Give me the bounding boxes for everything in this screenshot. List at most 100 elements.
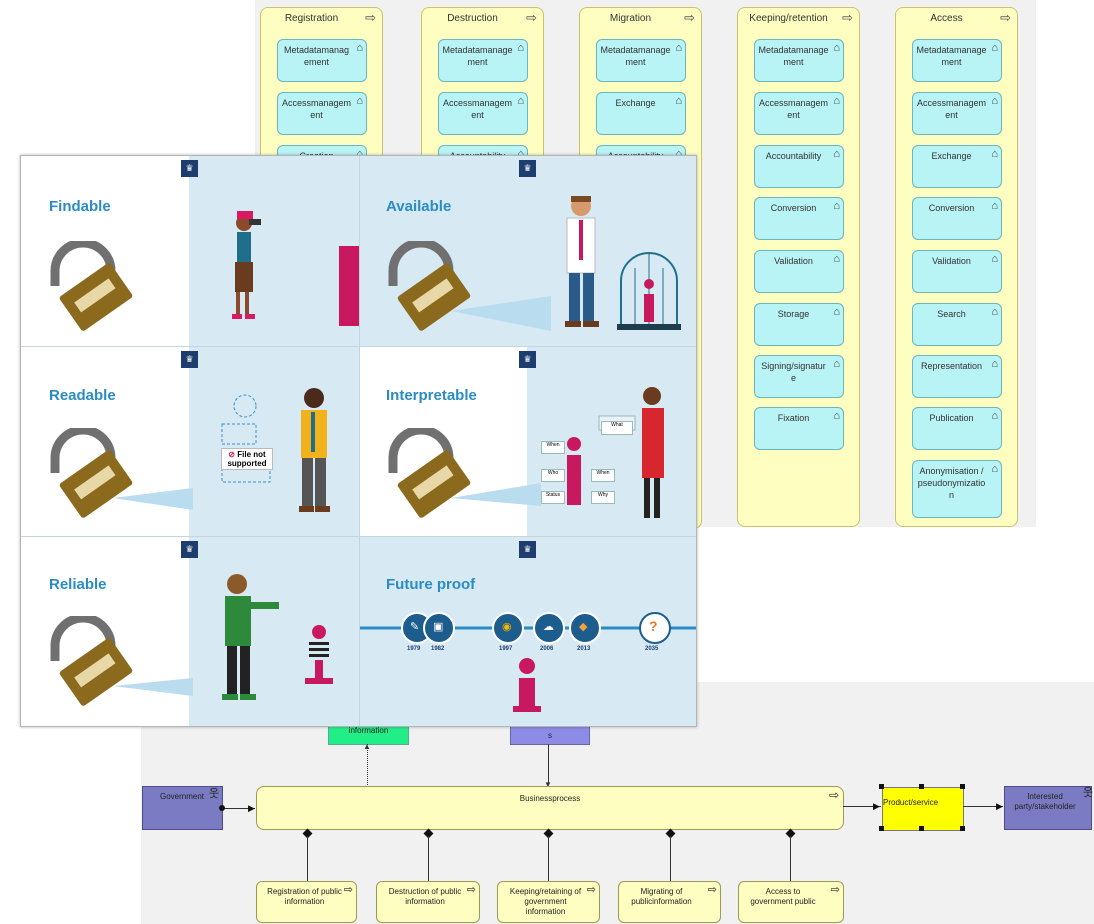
subprocess-label: Registration of public information (267, 887, 342, 906)
process-arrow-icon: ⇨ (466, 884, 476, 896)
info-stem (567, 455, 581, 505)
function-box[interactable]: Metadatamanag ement⌂ (277, 39, 367, 82)
function-label: Exchange (615, 98, 656, 108)
crown-logo-icon: ♛ (519, 541, 536, 558)
padlock-icon (388, 241, 551, 331)
function-label: Anonymisation / pseudonymizatio n (917, 466, 986, 500)
function-label: Validation (932, 256, 971, 266)
crown-logo-icon: ♛ (181, 160, 198, 177)
function-box[interactable]: Metadatamanage ment⌂ (438, 39, 528, 82)
function-icon: ⌂ (991, 253, 998, 265)
function-box[interactable]: Metadatamanage ment⌂ (754, 39, 844, 82)
access-relation-line (367, 744, 368, 787)
function-icon: ⌂ (991, 200, 998, 212)
product-service-box[interactable]: Product/service (882, 787, 964, 831)
crown-logo-icon: ♛ (519, 160, 536, 177)
app-icon: ◆ (579, 621, 588, 633)
selection-handle[interactable] (879, 826, 884, 831)
function-box[interactable]: Metadatamanage ment⌂ (912, 39, 1002, 82)
function-box[interactable]: Exchange⌂ (596, 92, 686, 135)
process-arrow-icon: ⇨ (707, 884, 717, 896)
file-not-supported-text: File not supported (227, 450, 267, 468)
assignment-dot (219, 805, 225, 811)
function-icon: ⌂ (833, 306, 840, 318)
selection-handle[interactable] (879, 784, 884, 789)
subprocess-box[interactable]: Keeping/retaining of government informat… (497, 881, 600, 923)
function-box[interactable]: Accessmanagem ent⌂ (754, 92, 844, 135)
function-icon: ⌂ (675, 148, 682, 160)
panel-title-reliable: Reliable (49, 576, 107, 593)
puzzle-info-cluster: When Who Status When Why (541, 437, 615, 511)
arrow-right-icon: ▶ (248, 803, 255, 813)
actor-government[interactable]: Government 웃 (142, 786, 223, 830)
subprocess-label: Destruction of public information (388, 887, 462, 906)
lane-keeping-retention[interactable]: Keeping/retention ⇨ Metadatamanage ment⌂… (737, 7, 860, 527)
panel-title-findable: Findable (49, 198, 111, 215)
timeline-year: 2035 (645, 646, 659, 652)
selection-handle[interactable] (919, 784, 924, 789)
function-icon: ⌂ (991, 358, 998, 370)
function-box[interactable]: Validation⌂ (754, 250, 844, 293)
actor-interested-party[interactable]: Interested party/stakeholder 웃 (1004, 786, 1093, 830)
puzzle-piece: Status (541, 491, 565, 504)
function-label: Accessmanagem ent (281, 98, 352, 120)
selection-handle[interactable] (960, 826, 965, 831)
function-box[interactable]: Accessmanagem ent⌂ (438, 92, 528, 135)
function-label: Metadatamanage ment (758, 45, 829, 67)
realization-line (843, 806, 881, 807)
function-box[interactable]: Validation ⌂ (912, 250, 1002, 293)
function-box[interactable]: Fixation⌂ (754, 407, 844, 450)
puzzle-piece: When (541, 441, 565, 454)
function-icon: ⌂ (356, 95, 363, 107)
function-box[interactable]: Anonymisation / pseudonymizatio n⌂ (912, 460, 1002, 518)
subprocess-box[interactable]: Registration of public information ⇨ (256, 881, 357, 923)
timeline-year: 2013 (577, 646, 591, 652)
subprocess-box[interactable]: Access to government public ⇨ (738, 881, 844, 923)
composition-line (548, 836, 549, 881)
file-not-supported-illustration (221, 388, 330, 512)
function-icon: ⌂ (991, 148, 998, 160)
panel-readable-scene (189, 346, 359, 536)
timeline-year: 1997 (499, 646, 513, 652)
function-box[interactable]: Publication⌂ (912, 407, 1002, 450)
actor-icon: 웃 (208, 788, 219, 800)
function-icon: ⌂ (833, 358, 840, 370)
function-icon: ⌂ (991, 42, 998, 54)
crown-logo-icon: ♛ (181, 541, 198, 558)
function-label: Conversion (770, 203, 817, 213)
subprocess-box[interactable]: Destruction of public information ⇨ (376, 881, 480, 923)
function-box[interactable]: Search⌂ (912, 303, 1002, 346)
selection-handle[interactable] (919, 826, 924, 831)
function-label: Representation (920, 361, 983, 371)
function-icon: ⌂ (675, 42, 682, 54)
function-box[interactable]: Exchange ⌂ (912, 145, 1002, 188)
function-label: Search (937, 309, 966, 319)
function-box[interactable]: Metadatamanage ment⌂ (596, 39, 686, 82)
function-box[interactable]: Conversion ⌂ (754, 197, 844, 240)
main-business-process[interactable]: Businessprocess ⇨ (256, 786, 844, 830)
subprocess-box[interactable]: Migrating of publicinformation ⇨ (618, 881, 721, 923)
function-box[interactable]: Storage⌂ (754, 303, 844, 346)
function-box[interactable]: Representation ⌂ (912, 355, 1002, 398)
function-box[interactable]: Accountability⌂ (754, 145, 844, 188)
info-dot (567, 437, 581, 451)
function-icon: ⌂ (833, 200, 840, 212)
process-arrow-icon: ⇨ (343, 884, 353, 896)
function-box[interactable]: Accessmanagem ent ⌂ (277, 92, 367, 135)
selection-handle[interactable] (960, 784, 965, 789)
function-box[interactable]: Signing/signatur e⌂ (754, 355, 844, 398)
process-arrow-icon: ⇨ (1000, 10, 1011, 25)
function-box[interactable]: Conversion⌂ (912, 197, 1002, 240)
process-arrow-icon: ⇨ (365, 10, 376, 25)
function-box[interactable]: Accessmanagem ent⌂ (912, 92, 1002, 135)
process-arrow-icon: ⇨ (684, 10, 695, 25)
panel-future-proof (359, 536, 696, 726)
function-icon: ⌂ (991, 95, 998, 107)
lane-access[interactable]: Access ⇨ Metadatamanage ment⌂ Accessmana… (895, 7, 1018, 527)
lane-title: Registration (284, 13, 339, 24)
crown-logo-icon: ♛ (519, 351, 536, 368)
assignment-line (222, 808, 255, 809)
actor-icon: 웃 (1082, 787, 1093, 799)
subprocess-label: Keeping/retaining of government informat… (509, 887, 582, 916)
function-label: Exchange (931, 151, 972, 161)
